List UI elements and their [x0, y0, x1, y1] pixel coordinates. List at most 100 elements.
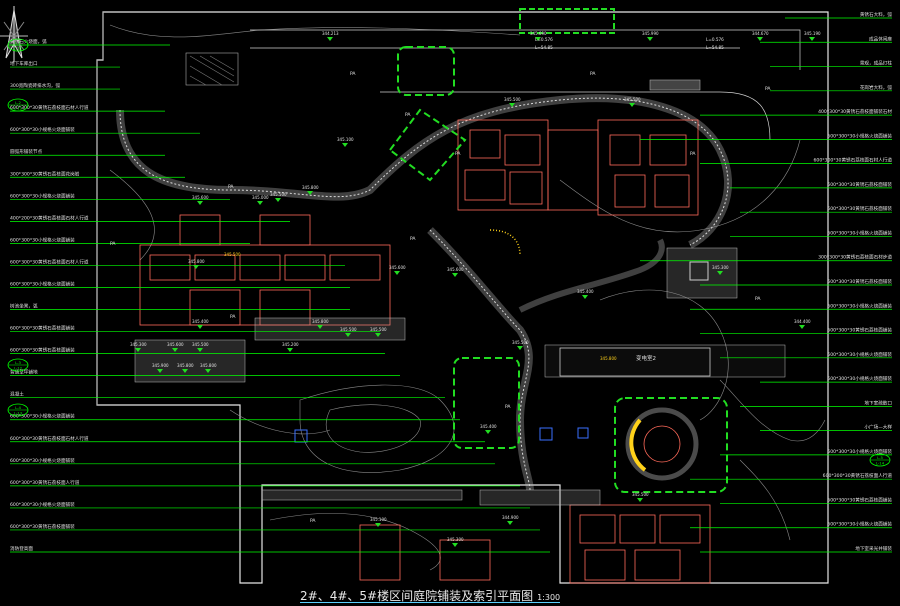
- entry-road: [250, 29, 801, 141]
- elevation-mark: 345.800: [200, 363, 217, 373]
- detail-callout: L-5L-14: [869, 453, 891, 467]
- right-note: 600*300*30小规格火烧面铺装: [827, 521, 892, 528]
- road-label: L=0.576: [706, 37, 724, 42]
- svg-text:345.800: 345.800: [302, 185, 319, 190]
- svg-text:345.500: 345.500: [632, 492, 649, 497]
- left-note: 600*300*30小规格火烧面铺装: [10, 126, 75, 133]
- left-note: 600*300*30黄锈石荔枝面石材人行道: [10, 435, 89, 442]
- elevation-mark: 345.800: [302, 185, 319, 195]
- svg-text:345.500: 345.500: [192, 342, 209, 347]
- left-note: 600*300*30小规格火烧面铺装: [10, 457, 75, 464]
- left-note: 600*300*30黄锈石荔枝面铺装: [10, 347, 75, 354]
- svg-text:L-12: L-12: [14, 46, 23, 51]
- svg-text:345.400: 345.400: [192, 319, 209, 324]
- svg-text:345.500: 345.500: [340, 327, 357, 332]
- svg-text:345.500: 345.500: [504, 97, 521, 102]
- elevation-mark: 345.600: [447, 267, 464, 277]
- site-boundary: [96, 11, 829, 584]
- right-note: 600*300*30黄锈石荔枝面铺装: [827, 278, 892, 285]
- area-label-pa: PA: [505, 404, 511, 410]
- detail-callout: L-3L-12: [7, 358, 29, 372]
- title-underline: [300, 602, 560, 603]
- elevation-mark: 345.100: [337, 137, 354, 147]
- left-note: 300*300*30黄锈石荔枝面花岗岩: [10, 170, 80, 177]
- elevation-mark: 345.500: [270, 192, 287, 202]
- left-note: 普通草坪铺地: [10, 369, 38, 376]
- left-note: 圆弧形铺装节点: [10, 148, 43, 155]
- area-label-pa: PA: [590, 71, 596, 77]
- svg-text:345.600: 345.600: [389, 265, 406, 270]
- svg-text:344.213: 344.213: [322, 31, 339, 36]
- paving-hatch: [134, 247, 786, 506]
- svg-text:345.300: 345.300: [712, 265, 729, 270]
- right-annotation-column: 黄锈石大料，弧成品休闲座景观，成品灯柱花岗岩大料，弧400*300*30黄锈石荔…: [813, 11, 892, 552]
- left-note: 600*300*30小规格火烧面铺装: [10, 236, 75, 243]
- elevation-mark: 345.600: [192, 195, 209, 205]
- elevation-mark: 344.670: [752, 31, 769, 41]
- small-plaza-amphitheatre: [625, 407, 699, 481]
- svg-text:345.800: 345.800: [312, 319, 329, 324]
- svg-text:L-5: L-5: [877, 455, 883, 460]
- left-note: 600*300*30黄锈石荔枝面石材人行道: [10, 258, 89, 265]
- elevation-mark: 345.800: [312, 319, 329, 329]
- right-note: 600*300*30小规格火烧面铺装: [827, 229, 892, 236]
- elevation-mark: 345.190: [804, 31, 821, 41]
- svg-text:L-4: L-4: [15, 405, 21, 410]
- left-note: 混凝土: [10, 391, 24, 398]
- elevation-mark: 345.500: [192, 342, 209, 352]
- paved-path: [116, 94, 732, 491]
- left-note: 600*300*30黄锈石荔枝面石材人行道: [10, 104, 89, 111]
- right-note: 成品休闲座: [869, 35, 892, 42]
- elevation-mark: 345.500: [624, 97, 641, 107]
- detail-callouts: L-1L-12L-2L-12L-3L-12L-4L-13L-5L-14: [7, 38, 891, 467]
- right-note: 花岗岩大料，弧: [860, 84, 893, 91]
- trees: [294, 261, 709, 443]
- right-note: 400*300*30黄锈石荔枝面铺装石材: [818, 108, 892, 115]
- svg-text:345.600: 345.600: [167, 342, 184, 347]
- left-note: 600*300*30小规格火烧面铺装: [10, 413, 75, 420]
- svg-text:345.100: 345.100: [370, 517, 387, 522]
- drawing-scale: 1:300: [537, 593, 561, 602]
- right-note: 小广场—大样: [864, 424, 892, 431]
- right-note: 600*300*30黄锈石荔枝面人行道: [823, 472, 893, 479]
- right-note: 黄锈石大料，弧: [860, 11, 893, 18]
- elevation-mark: 345.400: [577, 289, 594, 299]
- drawing-title-text: 2#、4#、5#楼区间庭院铺装及索引平面图: [300, 589, 534, 603]
- north-arrow-icon: [0, 6, 28, 62]
- parking-strip: [185, 8, 701, 91]
- detail-callout: L-4L-13: [7, 403, 29, 417]
- svg-text:L-1: L-1: [15, 40, 21, 45]
- svg-text:345.800: 345.800: [188, 259, 205, 264]
- svg-text:345.300: 345.300: [130, 342, 147, 347]
- svg-text:345.600: 345.600: [447, 267, 464, 272]
- right-note: 600*300*30小规格火烧面铺装: [827, 132, 892, 139]
- svg-text:345.400: 345.400: [480, 424, 497, 429]
- left-note: 600*300*30小规格火烧面铺装: [10, 501, 75, 508]
- area-label-pa: PA: [455, 151, 461, 157]
- right-leader-lines: [640, 17, 892, 553]
- building-elevation: 345.500: [224, 252, 241, 257]
- svg-text:345.500: 345.500: [370, 327, 387, 332]
- elevation-mark: 345.300: [130, 342, 147, 352]
- area-label-pa: PA: [410, 236, 416, 242]
- svg-text:345.990: 345.990: [642, 31, 659, 36]
- left-note: 400*200*30黄锈石荔枝面石材人行道: [10, 214, 89, 221]
- elevation-mark: 345.500: [340, 327, 357, 337]
- area-label-pa: PA: [405, 112, 411, 118]
- substation-label: 变电室2: [636, 354, 656, 362]
- svg-text:344.900: 344.900: [502, 515, 519, 520]
- area-label-pa: PA: [755, 296, 761, 302]
- elevation-mark: 345.800: [188, 259, 205, 269]
- road-label: L=54.85: [535, 45, 553, 50]
- svg-text:345.500: 345.500: [624, 97, 641, 102]
- svg-text:L-14: L-14: [876, 461, 885, 466]
- elevation-mark: 345.600: [389, 265, 406, 275]
- elevation-mark: 345.300: [712, 265, 729, 275]
- road-label: L=54.85: [706, 45, 724, 50]
- elevation-mark: 345.690: [530, 31, 547, 41]
- svg-text:345.200: 345.200: [282, 342, 299, 347]
- left-note: 树池坐凳，弧: [10, 303, 38, 310]
